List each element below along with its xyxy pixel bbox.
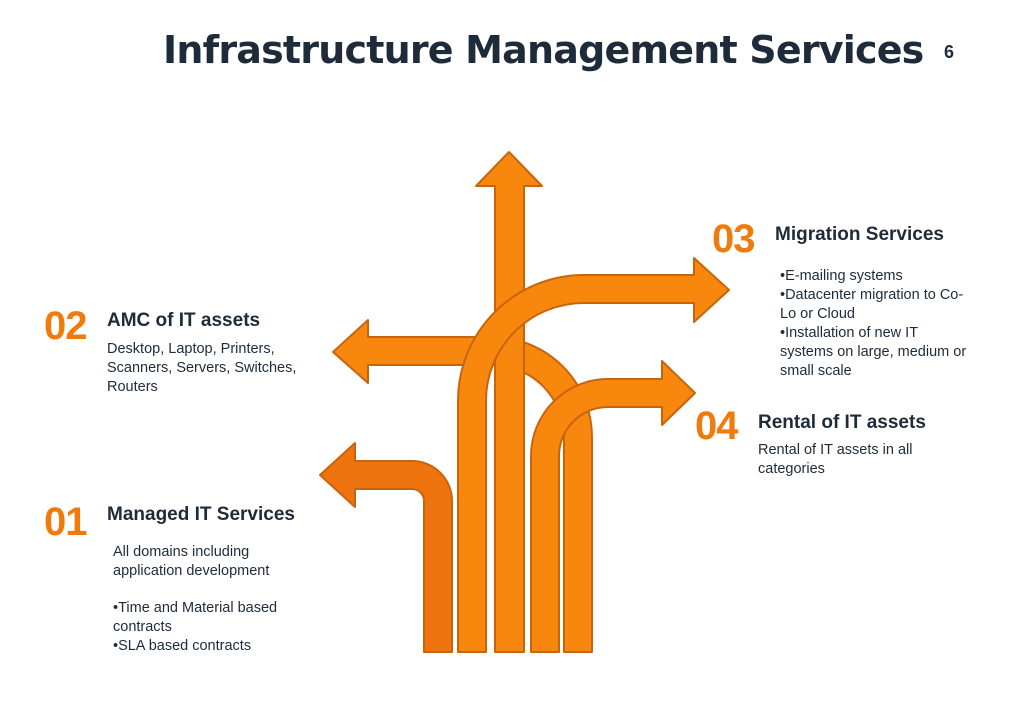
item-01-line: application development [113,563,270,579]
arrow-up [475,151,543,653]
item-02-line: Desktop, Laptop, Printers, [107,341,275,357]
item-03-heading: Migration Services [775,224,944,245]
item-04-line: categories [758,461,825,477]
item-01-description: All domains including application develo… [113,543,277,656]
arrow-03 [457,257,730,653]
item-02-line: Routers [107,379,158,395]
item-01-number: 01 [44,500,87,544]
arrow-04 [530,360,696,653]
item-01-line: •Time and Material based [113,600,278,616]
item-03-number: 03 [712,217,755,261]
item-03-line: Lo or Cloud [780,306,855,322]
item-01-line: contracts [113,619,172,635]
item-02-heading: AMC of IT assets [107,310,261,331]
item-04-line: Rental of IT assets in all [758,442,913,458]
item-03-line: •Installation of new IT [780,325,919,341]
item-03-line: •Datacenter migration to Co- [780,287,964,303]
arrow-01 [319,442,453,653]
item-02-line: Scanners, Servers, Switches, [107,360,297,376]
page-title: Infrastructure Management Services [163,28,924,72]
item-03-line: systems on large, medium or [780,344,967,360]
item-03-line: small scale [780,363,852,379]
item-04-number: 04 [695,404,738,448]
item-01-spacer [113,581,277,599]
item-01-line: •SLA based contracts [113,638,252,654]
page-number: 6 [944,42,955,62]
item-02-description: Desktop, Laptop, Printers, Scanners, Ser… [107,340,296,397]
item-02-number: 02 [44,304,87,348]
item-01-heading: Managed IT Services [107,504,295,525]
item-03-line: •E-mailing systems [780,268,903,284]
item-01-line: All domains including [113,544,250,560]
item-04-heading: Rental of IT assets [758,412,926,433]
item-04-description: Rental of IT assets in all categories [758,441,912,479]
item-03-description: •E-mailing systems •Datacenter migration… [780,267,966,381]
